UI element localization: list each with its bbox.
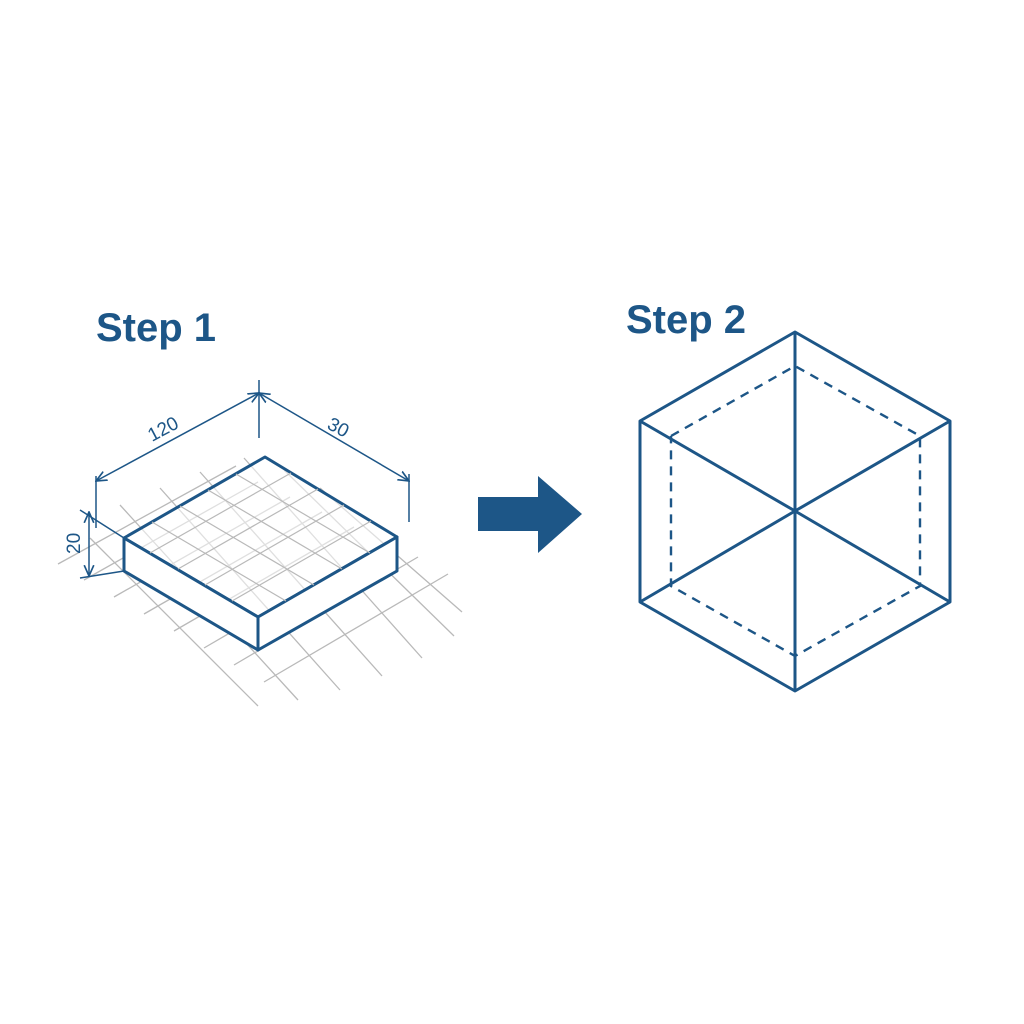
spoke-lower-left: [639, 509, 796, 604]
slab-right-face: [256, 535, 399, 652]
step2-title: Step 2: [626, 298, 746, 342]
step2-hidden-edges: [669, 364, 922, 658]
dimension-length-label: 120: [144, 413, 182, 446]
slab-top-grid: [149, 472, 372, 602]
spoke-upper-left: [639, 419, 796, 513]
dimension-width-label: 30: [324, 414, 353, 442]
step1-slab: [122, 455, 399, 652]
step2-group: Step 2: [626, 298, 952, 693]
dimension-height-label: 20: [64, 533, 85, 554]
spoke-upper-right: [794, 419, 951, 513]
step1-title: Step 1: [96, 306, 216, 350]
right-arrow-icon: [478, 476, 582, 553]
step1-group: Step 1: [57, 306, 463, 707]
spoke-lower-right: [794, 509, 951, 604]
dimension-width: [259, 393, 409, 522]
dimension-height: [79, 509, 125, 579]
step2-hexagonal-prism: [638, 330, 952, 693]
